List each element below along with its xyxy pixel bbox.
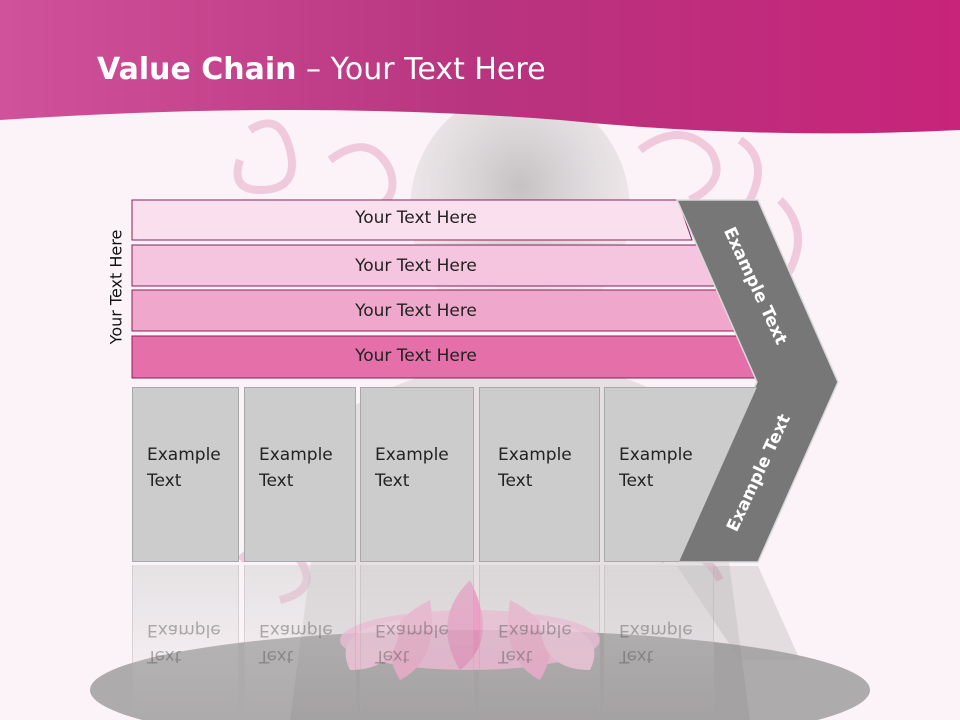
box-4-line1: Example xyxy=(498,445,572,465)
box-2-reflection-text: Text Example xyxy=(259,617,359,669)
box-2-line2: Text xyxy=(259,471,294,491)
header-banner xyxy=(0,0,960,134)
box-1-line1: Example xyxy=(147,445,221,465)
box-1-reflection: Text Example xyxy=(132,565,239,715)
box-4-reflection-line1: Example xyxy=(498,620,572,640)
band-1-label: Your Text Here xyxy=(355,208,477,228)
box-2-reflection-line2: Text xyxy=(259,646,294,666)
band-1-shape xyxy=(131,199,693,241)
box-3-reflection: Text Example xyxy=(360,565,474,715)
page-title: Value Chain – Your Text Here xyxy=(97,52,546,87)
box-2-reflection-line1: Example xyxy=(259,620,333,640)
box-2-reflection: Text Example xyxy=(244,565,356,715)
box-2-line1: Example xyxy=(259,445,333,465)
box-4-reflection-line2: Text xyxy=(498,646,533,666)
title-bold: Value Chain xyxy=(97,52,297,87)
band-2-label: Your Text Here xyxy=(355,256,477,276)
box-1-reflection-line2: Text xyxy=(147,646,182,666)
statue-base xyxy=(90,630,870,720)
band-4-label: Your Text Here xyxy=(355,346,477,366)
box-1-reflection-line1: Example xyxy=(147,620,221,640)
box-4-line2: Text xyxy=(498,471,533,491)
box-4-reflection: Text Example xyxy=(479,565,600,715)
box-3-line2: Text xyxy=(375,471,410,491)
box-3-line1: Example xyxy=(375,445,449,465)
box-1-reflection-text: Text Example xyxy=(147,617,247,669)
title-rest: – Your Text Here xyxy=(296,52,546,87)
box-5-reflection-line2: Text xyxy=(619,646,654,666)
chevron-reflection xyxy=(677,566,800,660)
box-3-reflection-text: Text Example xyxy=(375,617,475,669)
band-3-label: Your Text Here xyxy=(355,301,477,321)
vertical-side-label: Your Text Here xyxy=(106,229,126,345)
box-5-reflection: Text Example xyxy=(604,565,714,715)
box-5-line2: Text xyxy=(619,471,654,491)
box-5-reflection-text: Text Example xyxy=(619,617,719,669)
box-3-reflection-line2: Text xyxy=(375,646,410,666)
box-5-line1: Example xyxy=(619,445,693,465)
box-1-line2: Text xyxy=(147,471,182,491)
box-4-reflection-text: Text Example xyxy=(498,617,598,669)
box-5-reflection-line1: Example xyxy=(619,620,693,640)
lotus-flower xyxy=(340,580,600,680)
box-3-reflection-line1: Example xyxy=(375,620,449,640)
